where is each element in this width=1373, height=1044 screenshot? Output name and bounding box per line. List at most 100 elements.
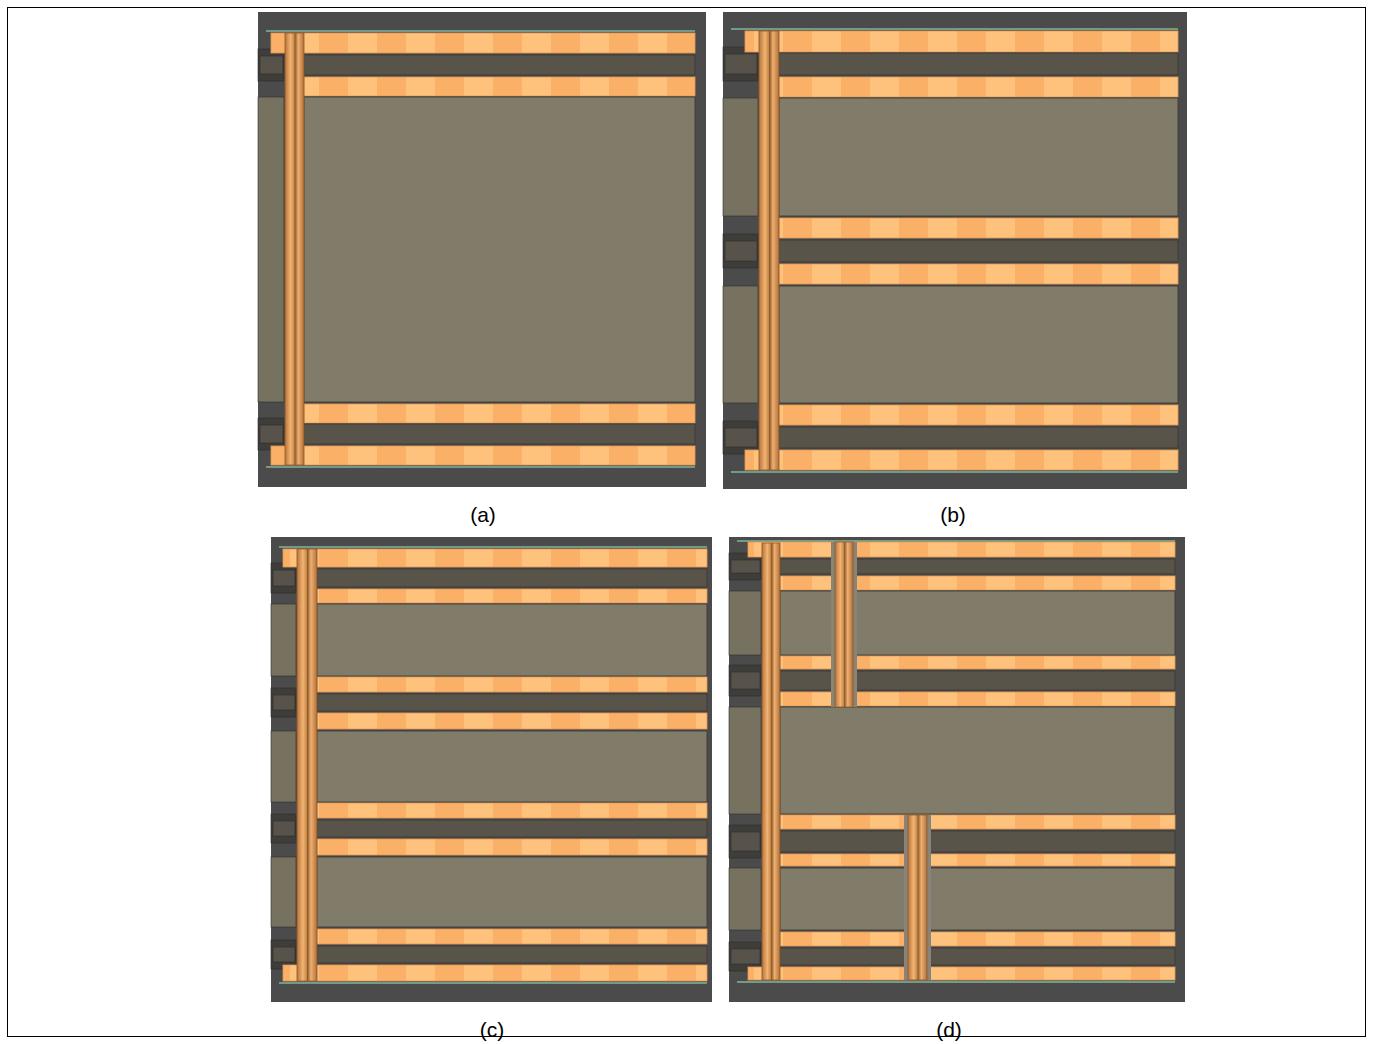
edge-block (725, 241, 757, 261)
metal-strip (304, 404, 695, 423)
frame-border (8, 8, 1366, 1037)
gate-band (780, 831, 1175, 852)
edge-block (731, 949, 760, 964)
edge-block (273, 695, 295, 710)
active-region (317, 731, 707, 802)
edge-block (258, 418, 284, 450)
metal-strip (317, 589, 707, 603)
post-gap (831, 542, 857, 707)
active-region (779, 98, 1178, 216)
edge-block (729, 665, 761, 696)
edge-block (729, 591, 761, 655)
metal-strip (304, 77, 695, 96)
metal-strip (745, 31, 1178, 52)
post-gap (904, 815, 931, 980)
metal-strip (317, 929, 707, 944)
edge-block (260, 425, 283, 443)
gate-band (779, 240, 1178, 262)
edge-block (271, 604, 296, 676)
active-region (317, 857, 707, 927)
edge-block (271, 731, 296, 802)
rail-line (731, 471, 1178, 473)
panel-label: (b) (940, 502, 966, 527)
edge-block (271, 688, 296, 717)
metal-strip (271, 33, 695, 53)
edge-block (260, 56, 283, 74)
metal-strip (317, 713, 707, 729)
gate-band (304, 424, 695, 444)
rail-line (737, 540, 1175, 542)
edge-block (731, 832, 760, 851)
cell-layout-panel (729, 537, 1185, 1002)
edge-block (729, 825, 761, 858)
metal-strip (748, 542, 1175, 557)
panel-ground (729, 537, 1185, 1002)
gate-band (779, 427, 1178, 448)
metal-strip (780, 854, 1175, 866)
active-region (779, 286, 1178, 403)
vertical-bar (285, 33, 304, 465)
rail-line (279, 546, 707, 548)
metal-strip (283, 965, 707, 981)
gate-band (317, 569, 707, 587)
metal-strip (271, 446, 695, 465)
metal-strip (779, 405, 1178, 425)
cell-layout-panel (271, 537, 712, 1002)
panel-label: (a) (470, 502, 496, 527)
gate-band (779, 53, 1178, 75)
panel-ground (258, 12, 706, 487)
edge-block (271, 563, 296, 593)
edge-block (271, 814, 296, 843)
edge-block (723, 98, 758, 216)
cell-layout-panel (258, 12, 706, 487)
vertical-bar (297, 549, 317, 981)
rail-line (737, 981, 1175, 983)
gate-band (304, 55, 695, 75)
metal-strip (317, 677, 707, 692)
panel-ground (271, 537, 712, 1002)
metal-strip (779, 218, 1178, 238)
metal-strip (779, 264, 1178, 284)
panel-ground (723, 12, 1187, 489)
edge-block (271, 857, 296, 927)
rail-line (266, 466, 695, 468)
metal-strip (283, 549, 707, 567)
metal-strip (779, 77, 1178, 97)
metal-strip (780, 932, 1175, 946)
metal-strip (745, 450, 1178, 470)
edge-block (258, 97, 284, 402)
rail-line (266, 30, 695, 32)
edge-block (258, 49, 284, 81)
metal-strip (748, 967, 1175, 980)
edge-block (725, 54, 757, 74)
vertical-bar (762, 543, 780, 980)
gate-band (317, 820, 707, 837)
edge-block (273, 821, 295, 836)
active-region (317, 604, 707, 676)
active-region (780, 707, 1175, 814)
edge-block (723, 286, 758, 403)
edge-block (729, 707, 761, 814)
edge-block (725, 428, 757, 447)
gate-band (780, 948, 1175, 965)
edge-block (723, 421, 758, 454)
edge-block (731, 672, 760, 689)
vertical-bar (759, 31, 779, 470)
metal-strip (780, 815, 1175, 829)
rail-line (279, 982, 707, 984)
edge-block (731, 560, 760, 573)
edge-block (729, 868, 761, 930)
via-post (835, 542, 853, 707)
panel-label: (d) (936, 1017, 962, 1042)
panel-label: (c) (480, 1017, 505, 1042)
rail-line (731, 28, 1178, 30)
active-region (780, 868, 1175, 930)
edge-block (723, 234, 758, 268)
metal-strip (317, 803, 707, 818)
cell-layout-panel (723, 12, 1187, 489)
metal-strip (317, 839, 707, 855)
gate-band (317, 946, 707, 963)
edge-block (273, 947, 295, 962)
gate-band (317, 694, 707, 711)
